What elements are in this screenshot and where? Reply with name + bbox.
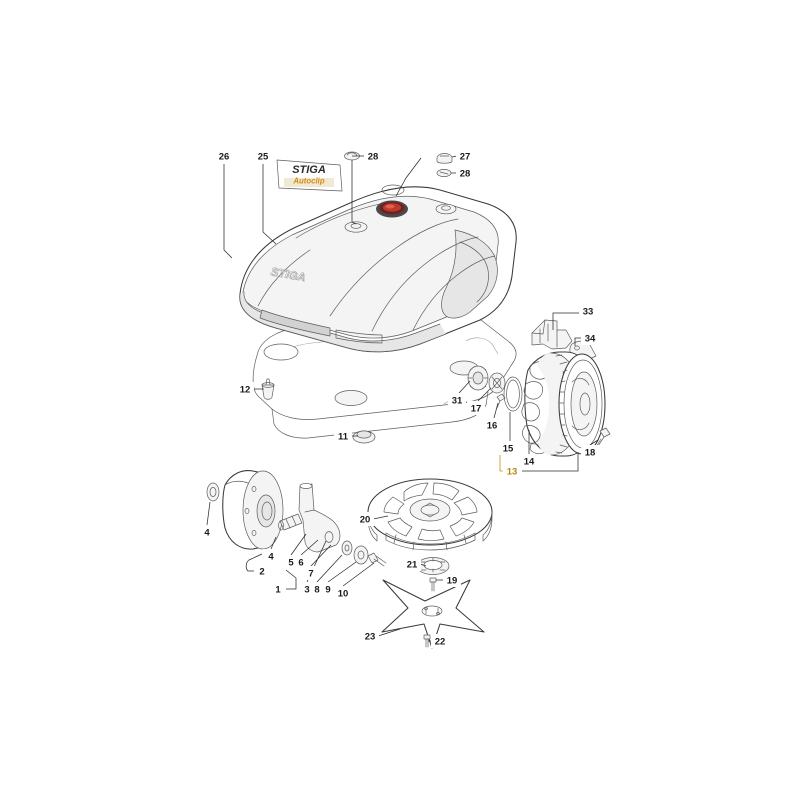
callout-33[interactable]: 33 [579,304,597,318]
callout-23-text: 23 [365,632,376,643]
callout-28-b[interactable]: 28 [456,166,474,180]
callout-12[interactable]: 12 [236,382,254,396]
callout-25[interactable]: 25 [254,149,272,163]
callout-18-text: 18 [585,448,596,459]
callout-7-text: 7 [308,569,313,580]
stop-button [376,200,408,218]
part-17-washer [488,372,506,394]
part-18-bolt [595,427,611,448]
top-cover-body: STIGA STIGA [239,184,517,353]
part-12-plug [261,378,275,400]
callout-15[interactable]: 15 [499,441,517,455]
callout-10[interactable]: 10 [334,586,352,600]
callout-20-text: 20 [360,515,371,526]
callout-20[interactable]: 20 [356,512,374,526]
leader-lines [206,155,599,642]
callout-17[interactable]: 17 [467,401,485,415]
callout-labels: 26 25 28 27 28 33 34 12 [199,149,599,648]
part-8-washer [341,540,353,556]
part-19-screw [429,577,437,592]
callout-4-b-text: 4 [268,552,274,563]
callout-13-text: 13 [507,467,518,478]
blade-disc [367,478,493,551]
brand-sticker: STIGA Autoclip [276,159,343,192]
part-11-plug [352,430,376,444]
callout-7[interactable]: 7 [304,566,318,580]
callout-33-text: 33 [583,307,594,318]
motor-arm [298,483,341,553]
sticker-model-text: Autoclip [292,177,324,186]
callout-11[interactable]: 11 [334,429,352,443]
callout-11-text: 11 [338,432,349,443]
cover-boss-center [381,184,405,196]
part-22-screw [423,634,431,648]
callout-14[interactable]: 14 [520,454,538,468]
callout-22[interactable]: 22 [431,634,449,648]
callout-21[interactable]: 21 [403,557,421,571]
part-10-bolt [367,552,387,567]
callout-6[interactable]: 6 [294,555,308,569]
callout-25-text: 25 [258,152,269,163]
callout-31-text: 31 [452,396,463,407]
callout-17-text: 17 [471,404,482,415]
callout-4-b[interactable]: 4 [263,549,279,563]
callout-21-text: 21 [407,560,418,571]
callout-26[interactable]: 26 [215,149,233,163]
callout-18[interactable]: 18 [581,445,599,459]
callout-28-b-text: 28 [460,169,471,180]
blade-hub [416,557,450,575]
part-16-screw [496,393,506,409]
callout-10-text: 10 [338,589,349,600]
callout-3-text: 3 [304,585,309,596]
callout-9[interactable]: 9 [321,582,335,596]
callout-34[interactable]: 34 [581,331,599,345]
callout-4-a-text: 4 [204,528,210,539]
callout-1[interactable]: 1 [270,582,286,596]
callout-1-text: 1 [275,585,281,596]
callout-28-a-text: 28 [368,152,379,163]
callout-9-text: 9 [325,585,330,596]
part-9-washer [353,545,369,565]
callout-27-text: 27 [460,152,471,163]
callout-28-a[interactable]: 28 [364,149,382,163]
callout-22-text: 22 [435,637,446,648]
callout-2-text: 2 [259,567,264,578]
callout-4-a[interactable]: 4 [199,525,215,539]
callout-23[interactable]: 23 [361,629,379,643]
callout-12-text: 12 [240,385,251,396]
callout-6-text: 6 [298,558,303,569]
sticker-brand-text: STIGA [292,164,326,176]
callout-31[interactable]: 31 [448,393,466,407]
drive-wheel-assembly [521,351,606,457]
callout-8-text: 8 [314,585,319,596]
part-4-bearing-left [206,482,220,502]
cover-boss-left [344,221,368,233]
callout-27[interactable]: 27 [456,149,474,163]
part-31-gear [467,365,489,391]
callout-13[interactable]: 13 [503,464,521,478]
callout-8[interactable]: 8 [310,582,324,596]
part-27-cap [436,153,453,164]
part-28-bottom [436,169,452,177]
wheel-hub-assembly [206,470,387,567]
callout-5-text: 5 [288,558,294,569]
callout-15-text: 15 [503,444,514,455]
callout-2[interactable]: 2 [254,564,270,578]
callout-16[interactable]: 16 [483,418,501,432]
cover-boss-right [435,203,457,215]
callout-19[interactable]: 19 [443,573,461,587]
part-3-sleeve [278,513,303,531]
callout-26-text: 26 [219,152,230,163]
callout-16-text: 16 [487,421,498,432]
callout-19-text: 19 [447,576,458,587]
callout-34-text: 34 [585,334,596,345]
part-15-oring [503,376,523,412]
callout-14-text: 14 [524,457,535,468]
